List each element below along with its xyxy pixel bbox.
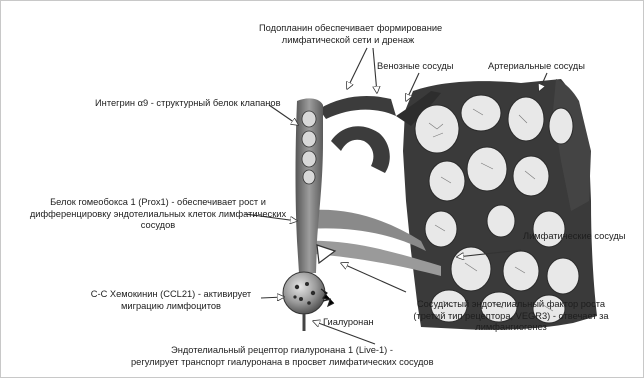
- label-vegfr3-line-1: Сосудистый эндотелиальный фактор роста: [405, 299, 617, 311]
- label-vegfr3: Сосудистый эндотелиальный фактор роста (…: [405, 299, 617, 334]
- label-prox1-line-3: сосудов: [27, 220, 289, 232]
- label-lyve1-line-2: регулирует транспорт гиалуронана в просв…: [131, 357, 433, 369]
- label-podoplanin-line-1: Подопланин обеспечивает формирование: [259, 23, 437, 35]
- label-podoplanin: Подопланин обеспечивает формирование лим…: [259, 23, 437, 46]
- label-arterial: Артериальные сосуды: [488, 61, 585, 73]
- label-ccl21-line-1: С-С Хемокинин (CCL21) - активирует: [77, 289, 265, 301]
- label-lyve1: Эндотелиальный рецептор гиалуронана 1 (L…: [131, 345, 433, 368]
- label-integrin: Интегрин α9 - структурный белок клапанов: [95, 98, 281, 110]
- label-prox1-line-1: Белок гомеобокса 1 (Prox1) - обеспечивае…: [27, 197, 289, 209]
- label-lymphatic: Лимфатические сосуды: [523, 231, 625, 243]
- label-podoplanin-line-2: лимфатической сети и дренаж: [259, 35, 437, 47]
- label-prox1-line-2: дифференцировку эндотелиальных клеток ли…: [27, 209, 289, 221]
- label-vegfr3-line-3: лимфангиогенез: [405, 322, 617, 334]
- label-lyve1-line-1: Эндотелиальный рецептор гиалуронана 1 (L…: [131, 345, 433, 357]
- label-vegfr3-line-2: (третий тип рецептора, VEGR3) - отвечает…: [405, 311, 617, 323]
- label-ccl21-line-2: миграцию лимфоцитов: [77, 301, 265, 313]
- upper-lymph-loop: [331, 126, 390, 173]
- label-ccl21: С-С Хемокинин (CCL21) - активирует мигра…: [77, 289, 265, 312]
- label-venous: Венозные сосуды: [377, 61, 453, 73]
- upper-lymph-branch: [319, 96, 396, 119]
- lymph-node: [283, 272, 325, 314]
- label-prox1: Белок гомеобокса 1 (Prox1) - обеспечивае…: [27, 197, 289, 232]
- label-hyaluronan: Гиалуронан: [323, 317, 374, 329]
